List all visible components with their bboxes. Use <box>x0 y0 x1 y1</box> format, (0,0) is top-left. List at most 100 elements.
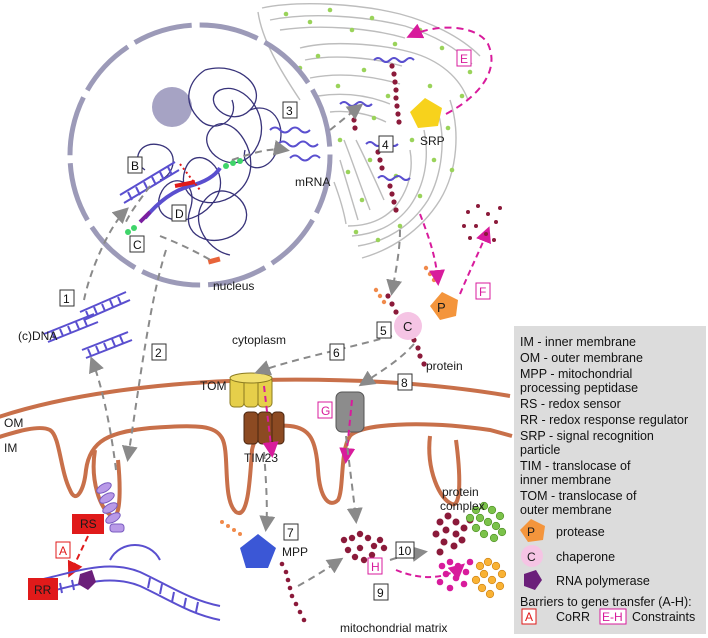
step-1: 1 <box>63 292 70 306</box>
protein-label: protein <box>426 359 463 373</box>
nuclear-dna-ladder <box>119 161 180 204</box>
nucleus-label: nucleus <box>213 279 254 293</box>
gene-segment-red <box>174 180 196 188</box>
protease <box>430 292 458 320</box>
tim23-complex <box>243 411 285 445</box>
srp-particle <box>410 98 442 128</box>
assembly-arrow <box>395 563 466 580</box>
srp-label: SRP <box>420 134 445 148</box>
gene-green-dots <box>125 158 243 235</box>
step-boxes <box>59 101 415 601</box>
im-label: IM <box>4 441 17 455</box>
step-7: 7 <box>287 526 294 540</box>
step-8: 8 <box>401 376 408 390</box>
tom-label: TOM <box>200 379 226 393</box>
step-2: 2 <box>155 346 162 360</box>
folded-protein <box>340 530 388 564</box>
step-6: 6 <box>333 346 340 360</box>
import-arrow-tim <box>262 385 279 458</box>
legend-rnapol-label: RNA polymerase <box>556 574 650 588</box>
legend-def-4: RS - redox sensor <box>520 397 621 411</box>
cleaved-peptide-orange <box>373 265 437 305</box>
legend-def-3: processing peptidase <box>520 381 638 395</box>
chaperone-letter: C <box>403 319 412 334</box>
legend-chaperone-label: chaperone <box>556 550 615 564</box>
legend-constraints-box <box>599 608 627 625</box>
legend-panel <box>514 326 706 634</box>
complex-subunit-red <box>432 512 474 556</box>
legend-constraints-letter: E-H <box>602 610 623 624</box>
cdna-ladders <box>43 291 133 359</box>
gene-segment <box>143 166 222 220</box>
barrier-B-label: B <box>131 159 139 173</box>
legend-def-6: SRP - signal recognition <box>520 429 654 443</box>
inner-membrane <box>0 422 513 516</box>
cytoplasmic-mrna <box>269 126 321 162</box>
rs-box <box>72 514 104 534</box>
legend-def-0: IM - inner membrane <box>520 335 636 349</box>
legend-chaperone-icon <box>521 545 543 567</box>
cytoplasm-label: cytoplasm <box>232 333 286 347</box>
tim23-label: TIM23 <box>244 451 278 465</box>
protein-complex-label-2: complex <box>440 499 485 513</box>
legend-def-11: outer membrane <box>520 503 612 517</box>
barrier-E-label: E <box>460 52 468 66</box>
legend-def-1: OM - outer membrane <box>520 351 643 365</box>
legend-constraints-label: Constraints <box>632 610 695 624</box>
barrier-F-label: F <box>479 285 486 299</box>
barrier-D-label: D <box>175 207 184 221</box>
chromatin <box>137 67 282 256</box>
legend-def-2: MPP - mitochondrial <box>520 367 632 381</box>
step-10: 10 <box>398 544 412 558</box>
er-mrna-strands <box>339 57 415 181</box>
nascent-protein-chains <box>349 63 402 213</box>
gene-segment-purple <box>138 210 152 224</box>
legend-definitions: IM - inner membrane OM - outer membrane … <box>520 335 688 517</box>
legend-protease-letter: P <box>527 525 535 539</box>
rs-label: RS <box>80 517 97 531</box>
complex-subunit-orange <box>471 557 507 599</box>
crista-right <box>427 435 462 507</box>
ladder-red-dots <box>179 163 201 191</box>
legend-protease-label: protease <box>556 525 605 539</box>
legend-corr-label: CoRR <box>556 610 590 624</box>
rr-box <box>28 578 58 600</box>
redox-sensor-helix <box>96 482 125 533</box>
legend-corr-box <box>521 608 537 625</box>
nucleolus <box>152 87 192 127</box>
legend-corr-letter: A <box>525 610 533 624</box>
barrier-H-label: H <box>371 560 380 574</box>
step-3: 3 <box>286 104 293 118</box>
redox-signal-arrow <box>67 535 89 578</box>
step-9: 9 <box>377 586 384 600</box>
step-4: 4 <box>382 138 389 152</box>
protease-route-arrow <box>419 213 445 286</box>
mpp-label: MPP <box>282 545 308 559</box>
legend-def-5: RR - redox response regulator <box>520 413 688 427</box>
legend-def-7: particle <box>520 443 560 457</box>
mito-presequence <box>220 520 242 536</box>
degraded-peptides <box>462 204 502 242</box>
legend-chaperone-letter: C <box>527 550 536 564</box>
legend-def-8: TIM - translocase of <box>520 459 631 473</box>
mrna-label: mRNA <box>295 175 330 189</box>
barrier-G-label: G <box>321 404 330 418</box>
om-label: OM <box>4 416 23 430</box>
barrier-boxes-black <box>127 156 187 253</box>
complex-subunit-green <box>465 501 507 543</box>
endoplasmic-reticulum <box>257 3 481 259</box>
cdna-label: (c)DNA <box>18 329 57 343</box>
process-arrows <box>83 103 428 587</box>
rna-polymerase <box>78 570 96 590</box>
legend-def-9: inner membrane <box>520 473 611 487</box>
legend-protease-icon <box>520 519 545 542</box>
protease-letter: P <box>437 300 446 315</box>
mito-matrix-label: mitochondrial matrix <box>340 621 447 635</box>
tom-complex <box>229 372 273 408</box>
mito-protein-chain <box>279 561 307 623</box>
legend-barriers-title: Barriers to gene transfer (A-H): <box>520 595 692 609</box>
barrier-A-label: A <box>59 544 67 558</box>
barrier-boxes-magenta <box>317 49 491 575</box>
